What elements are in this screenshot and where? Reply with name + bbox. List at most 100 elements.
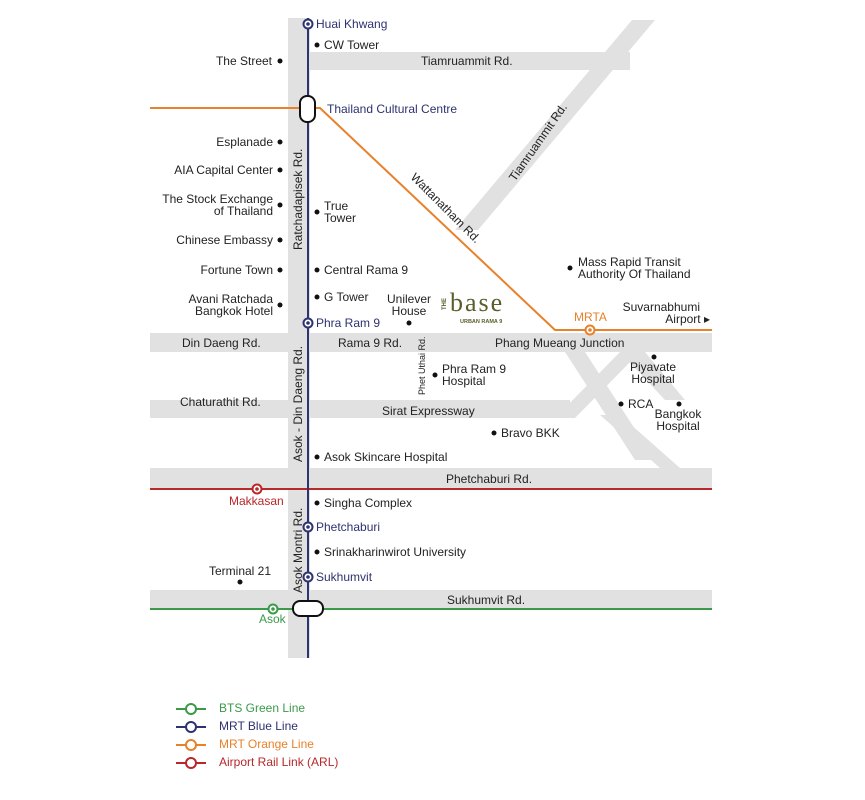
road-label-din-daeng: Din Daeng Rd. bbox=[182, 336, 261, 350]
poi-label-cw-tower: CW Tower bbox=[324, 38, 379, 52]
legend-label-arl: Airport Rail Link (ARL) bbox=[219, 755, 339, 769]
poi-label-aia: AIA Capital Center bbox=[174, 163, 273, 177]
poi-dot-phra-ram9-hospital bbox=[432, 372, 438, 378]
poi-label-asok-skincare: Asok Skincare Hospital bbox=[324, 450, 447, 464]
rail-lines bbox=[150, 18, 712, 658]
poi-label-esplanade: Esplanade bbox=[216, 135, 273, 149]
station-marker-phra-ram9-inner bbox=[306, 321, 310, 325]
station-label-makkasan: Makkasan bbox=[229, 494, 284, 508]
road-label-rama9: Rama 9 Rd. bbox=[338, 336, 402, 350]
road-label-asok-din-daeng: Asok - Din Daeng Rd. bbox=[291, 346, 305, 462]
mrt-orange-line bbox=[150, 107, 712, 331]
poi-label-unilever-1: Unilever bbox=[387, 292, 431, 306]
legend-marker-mrt-blue bbox=[185, 721, 197, 733]
poi-label-mrta-authority-1: Mass Rapid Transit bbox=[578, 255, 681, 269]
poi-dot-esplanade bbox=[277, 139, 283, 145]
poi-label-stock-exchange-1: The Stock Exchange bbox=[162, 192, 273, 206]
poi-dot-mrta-authority bbox=[567, 265, 573, 271]
road-rama9 bbox=[150, 333, 712, 352]
legend-marker-mrt-orange bbox=[185, 739, 197, 751]
poi-label-bangkok-hospital-1: Bangkok bbox=[655, 407, 703, 421]
road-label-tiamruammit-d: Tiamruammit Rd. bbox=[506, 101, 570, 184]
legend-item-mrt-blue: MRT Blue Line bbox=[172, 718, 392, 736]
road-sirat bbox=[150, 400, 570, 418]
road-sukhumvit bbox=[150, 590, 712, 608]
poi-label-phra-ram9-hospital-1: Phra Ram 9 bbox=[442, 362, 506, 376]
poi-label-unilever-2: House bbox=[392, 304, 427, 318]
the-base-logo: THE base URBAN RAMA 9 bbox=[442, 288, 504, 325]
poi-dot-piyavate bbox=[651, 354, 657, 360]
station-label-huai-khwang: Huai Khwang bbox=[316, 17, 387, 31]
legend-label-bts: BTS Green Line bbox=[219, 701, 306, 715]
poi-dot-asok-skincare bbox=[314, 454, 320, 460]
road-label-tiamruammit-h: Tiamruammit Rd. bbox=[421, 54, 513, 68]
poi-dot-avani bbox=[277, 302, 283, 308]
poi-label-the-street: The Street bbox=[216, 54, 273, 68]
poi-label-fortune-town: Fortune Town bbox=[201, 263, 274, 277]
logo-the: THE bbox=[442, 298, 448, 310]
road-label-phetchaburi: Phetchaburi Rd. bbox=[446, 472, 532, 486]
interchange-thailand-cultural[interactable] bbox=[299, 95, 316, 123]
station-marker-makkasan-inner bbox=[255, 487, 259, 491]
road-label-ratchadapisek: Ratchadapisek Rd. bbox=[291, 149, 305, 250]
station-label-sukhumvit: Sukhumvit bbox=[316, 570, 373, 584]
road-ramp-right bbox=[620, 352, 685, 400]
road-tiamruammit-h bbox=[310, 52, 630, 70]
poi-dot-srinakharinwirot bbox=[314, 549, 320, 555]
poi-dot-bangkok-hospital bbox=[676, 401, 682, 407]
poi-dot-terminal21 bbox=[237, 579, 243, 585]
legend-label-mrt-blue: MRT Blue Line bbox=[219, 719, 298, 733]
poi-dot-bravo-bkk bbox=[491, 430, 497, 436]
poi-label-bravo-bkk: Bravo BKK bbox=[501, 426, 560, 440]
interchange-asok-sukhumvit[interactable] bbox=[292, 600, 324, 617]
station-marker-sukhumvit-inner bbox=[306, 575, 310, 579]
road-label-sukhumvit: Sukhumvit Rd. bbox=[447, 593, 525, 607]
road-label-chaturathit: Chaturathit Rd. bbox=[180, 395, 261, 409]
poi-dot-singha bbox=[314, 500, 320, 506]
station-label-phra-ram9: Phra Ram 9 bbox=[316, 316, 380, 330]
poi-label-central-rama9: Central Rama 9 bbox=[324, 263, 408, 277]
station-marker-asok-inner bbox=[271, 607, 275, 611]
poi-label-true-tower-1: True bbox=[324, 199, 349, 213]
roads bbox=[150, 18, 712, 658]
poi-label-avani-2: Bangkok Hotel bbox=[195, 304, 273, 318]
poi-dot-stock-exchange bbox=[277, 202, 283, 208]
station-label-asok: Asok bbox=[259, 612, 287, 626]
station-markers bbox=[251, 18, 596, 615]
legend-marker-arl bbox=[185, 757, 197, 769]
station-label-mrta: MRTA bbox=[574, 310, 607, 324]
poi-label-avani-1: Avani Ratchada bbox=[188, 292, 273, 306]
poi-dot-fortune-town bbox=[277, 267, 283, 273]
station-marker-mrta-inner bbox=[588, 328, 592, 332]
poi-label-g-tower: G Tower bbox=[324, 290, 368, 304]
road-label-wattanatham: Wattanatham Rd. bbox=[408, 170, 484, 246]
station-label-phetchaburi: Phetchaburi bbox=[316, 520, 380, 534]
poi-label-stock-exchange-2: of Thailand bbox=[214, 204, 273, 218]
legend-item-bts: BTS Green Line bbox=[172, 700, 392, 718]
poi-dot-true-tower bbox=[314, 209, 320, 215]
poi-label-mrta-authority-2: Authority Of Thailand bbox=[578, 267, 691, 281]
poi-dot-central-rama9 bbox=[314, 267, 320, 273]
poi-label-suvarnabhumi-2: Airport ▸ bbox=[665, 312, 710, 326]
legend-marker-bts bbox=[185, 703, 197, 715]
poi-label-srinakharinwirot: Srinakharinwirot University bbox=[324, 545, 466, 559]
poi-label-terminal21: Terminal 21 bbox=[209, 564, 271, 578]
legend: BTS Green Line MRT Blue Line MRT Orange … bbox=[172, 700, 392, 772]
poi-label-rca: RCA bbox=[628, 397, 653, 411]
poi-label-suvarnabhumi-1: Suvarnabhumi bbox=[623, 300, 700, 314]
poi-label-phra-ram9-hospital-2: Hospital bbox=[442, 374, 485, 388]
poi-dot-cw-tower bbox=[314, 42, 320, 48]
road-label-phang-mueang: Phang Mueang Junction bbox=[495, 336, 624, 350]
logo-base: base bbox=[450, 288, 504, 317]
legend-item-mrt-orange: MRT Orange Line bbox=[172, 736, 392, 754]
legend-label-mrt-orange: MRT Orange Line bbox=[219, 737, 314, 751]
poi-label-true-tower-2: Tower bbox=[324, 211, 356, 225]
logo-sub: URBAN RAMA 9 bbox=[460, 319, 502, 325]
station-marker-huai-khwang-inner bbox=[306, 22, 310, 26]
poi-label-singha: Singha Complex bbox=[324, 496, 412, 510]
road-label-asok-montri: Asok Montri Rd. bbox=[291, 508, 305, 593]
poi-dot-aia bbox=[277, 167, 283, 173]
poi-dot-g-tower bbox=[314, 294, 320, 300]
poi-dot-rca bbox=[618, 401, 624, 407]
